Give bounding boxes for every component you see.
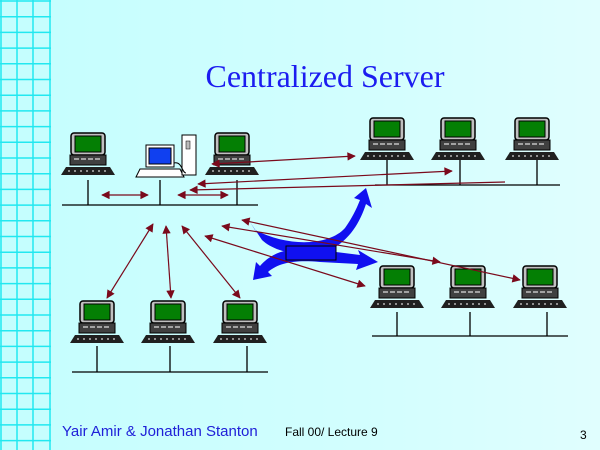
link-arrows xyxy=(101,152,521,299)
workstation-icon xyxy=(369,265,425,309)
workstation-icon xyxy=(504,117,560,161)
lan-bottom-right xyxy=(372,312,568,337)
grid-decoration xyxy=(0,0,51,450)
server-icon xyxy=(135,134,197,178)
page-number: 3 xyxy=(580,428,587,442)
workstation-icon xyxy=(512,265,568,309)
lan-bottom-left xyxy=(72,346,268,373)
workstation-icon xyxy=(60,132,116,176)
workstation-icon xyxy=(69,300,125,344)
workstation-icon xyxy=(359,117,415,161)
lan-top-left xyxy=(62,180,258,206)
slide-title: Centralized Server xyxy=(205,58,445,94)
workstation-icon xyxy=(204,132,260,176)
workstation-icon xyxy=(212,300,268,344)
workstation-icon xyxy=(140,300,196,344)
lan-top-right xyxy=(375,160,560,186)
footer-lecture: Fall 00/ Lecture 9 xyxy=(285,425,378,439)
footer-authors: Yair Amir & Jonathan Stanton xyxy=(62,423,258,440)
workstation-icon xyxy=(430,117,486,161)
